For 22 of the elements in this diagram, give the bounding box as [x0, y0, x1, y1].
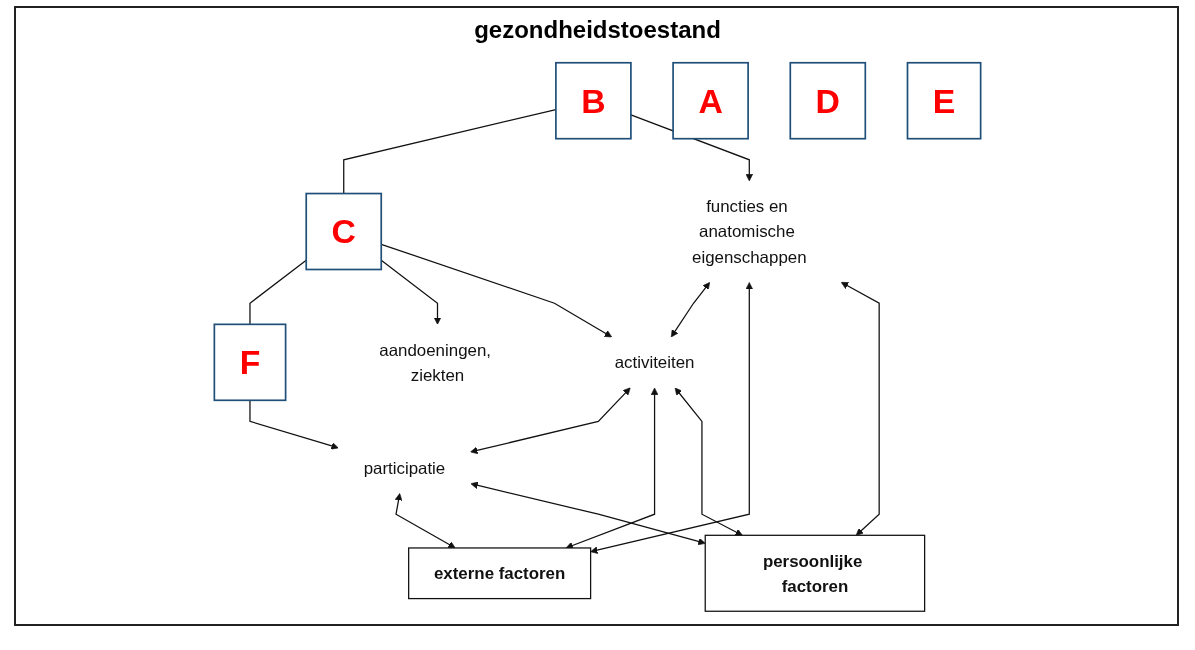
node-box: C	[305, 192, 383, 271]
node-box: externe factoren	[408, 547, 592, 600]
node-text: aandoeningen, ziekten	[379, 340, 491, 385]
node-box: E	[906, 61, 982, 140]
node-box: A	[672, 61, 749, 140]
arrow	[394, 493, 456, 549]
arrow	[590, 282, 753, 554]
node-text: activiteiten	[614, 353, 695, 372]
node-box: F	[213, 323, 287, 402]
node-text: participatie	[363, 458, 446, 478]
node-box: B	[555, 61, 632, 140]
node-text: functies en anatomische eigenschappen	[692, 196, 807, 267]
arrow	[674, 387, 743, 536]
title: gezondheidstoestand	[473, 16, 722, 44]
arrow	[249, 399, 339, 450]
arrow	[670, 282, 711, 338]
node-box: D	[789, 61, 867, 140]
arrow	[470, 481, 706, 546]
arrow	[840, 282, 880, 536]
node-box: persoonlijke factoren	[704, 534, 926, 612]
arrow	[470, 387, 631, 454]
connector	[249, 259, 307, 325]
